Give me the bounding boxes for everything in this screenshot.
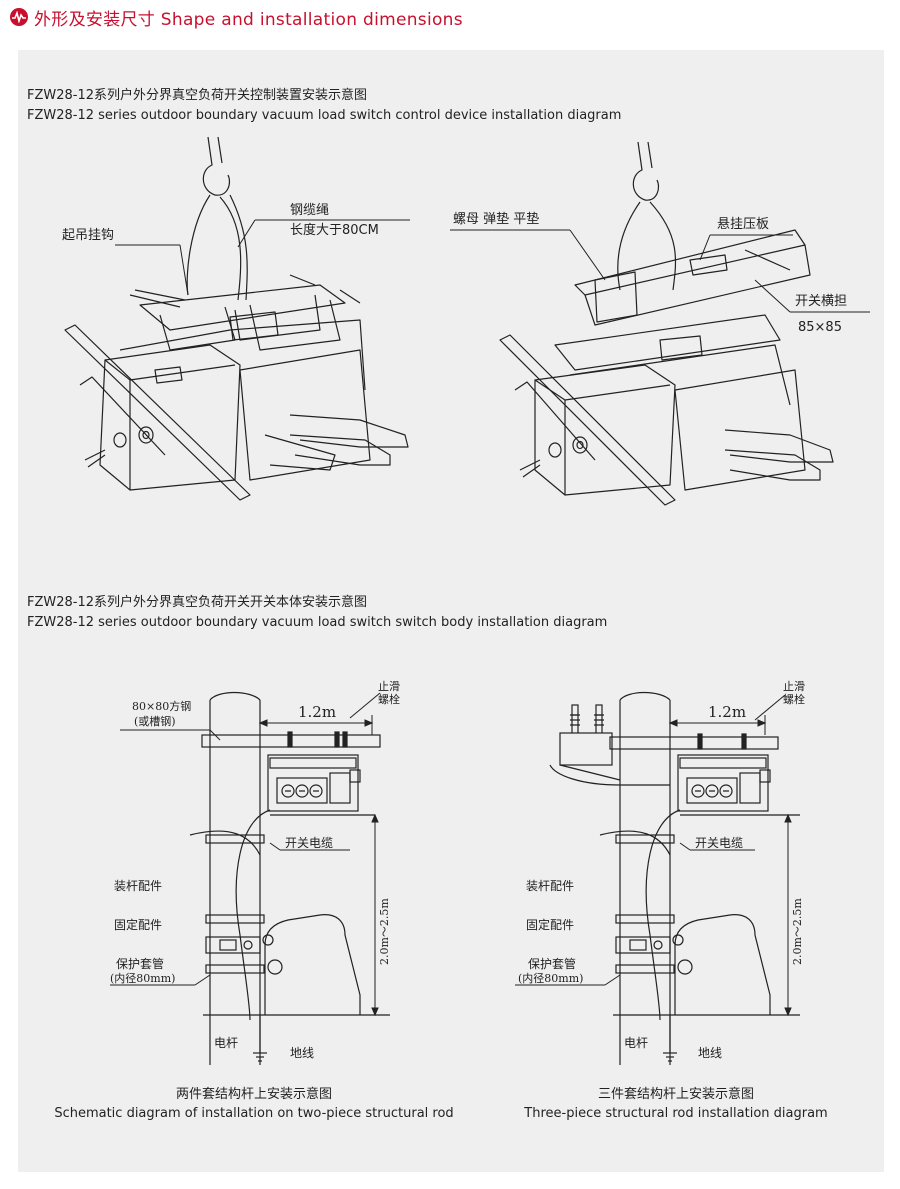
label-steel-rope: 钢缆绳 — [290, 202, 329, 218]
control-device-hoisting-diagram: 起吊挂钩 钢缆绳 长度大于80CM — [62, 136, 410, 501]
dim-span: 1.2m — [298, 703, 336, 721]
caption-two-piece: 两件套结构杆上安装示意图 Schematic diagram of instal… — [34, 1085, 474, 1123]
label-bolt-1: 止滑 — [378, 680, 400, 693]
label-protective-sleeve: 保护套管 — [528, 956, 576, 971]
waveform-icon — [10, 8, 28, 26]
section1-title-en: FZW28-12 series outdoor boundary vacuum … — [27, 108, 622, 123]
label-fixing-fitting: 固定配件 — [114, 917, 162, 932]
label-lifting-hook: 起吊挂钩 — [62, 228, 114, 243]
caption-three-piece: 三件套结构杆上安装示意图 Three-piece structural rod … — [456, 1085, 896, 1123]
section2-title-cn: FZW28-12系列户外分界真空负荷开关开关本体安装示意图 — [27, 595, 368, 610]
label-bolt-2: 螺栓 — [783, 692, 805, 706]
label-pole-fitting: 装杆配件 — [526, 879, 574, 893]
label-bolt-1: 止滑 — [783, 680, 805, 693]
control-device-mounting-diagram: 螺母 弹垫 平垫 悬挂压板 开关横担 85×85 — [450, 141, 870, 506]
label-switch-cable: 开关电缆 — [695, 836, 743, 850]
label-nut-washer: 螺母 弹垫 平垫 — [453, 211, 539, 227]
label-bolt-2: 螺栓 — [378, 692, 400, 706]
label-pole: 电杆 — [624, 1036, 648, 1050]
label-protective-sleeve: 保护套管 — [116, 956, 164, 971]
label-square-steel: 80×80方钢 — [132, 699, 191, 713]
caption-two-piece-en: Schematic diagram of installation on two… — [54, 1106, 454, 1121]
label-ground-wire: 地线 — [290, 1046, 314, 1060]
label-pole-fitting: 装杆配件 — [114, 879, 162, 893]
label-hanging-plate: 悬挂压板 — [717, 217, 769, 232]
label-crossarm-size: 85×85 — [798, 320, 842, 335]
label-ground-wire: 地线 — [698, 1046, 722, 1060]
dim-span: 1.2m — [708, 703, 746, 721]
label-pole: 电杆 — [214, 1036, 238, 1050]
label-fixing-fitting: 固定配件 — [526, 917, 574, 932]
section2-title-en: FZW28-12 series outdoor boundary vacuum … — [27, 615, 608, 630]
two-piece-installation-diagram: 80×80方钢 (或槽钢) 1.2m 止滑 螺栓 开关电缆 装杆配件 固定配件 … — [110, 680, 400, 1065]
label-crossarm: 开关横担 — [795, 294, 847, 309]
caption-two-piece-cn: 两件套结构杆上安装示意图 — [175, 1087, 332, 1102]
page-title: 外形及安装尺寸 Shape and installation dimension… — [34, 9, 463, 30]
label-channel-steel: (或槽钢) — [134, 715, 176, 728]
label-sleeve-diameter: (内径80mm) — [518, 971, 583, 985]
caption-three-piece-en: Three-piece structural rod installation … — [524, 1106, 828, 1121]
label-switch-cable: 开关电缆 — [285, 836, 333, 850]
dim-height: 2.0m～2.5m — [378, 898, 391, 965]
three-piece-installation-diagram: 1.2m 止滑 螺栓 开关电缆 装杆配件 固定配件 保护套管 (内径80mm) … — [515, 680, 805, 1065]
caption-three-piece-cn: 三件套结构杆上安装示意图 — [597, 1087, 754, 1102]
label-rope-length: 长度大于80CM — [290, 222, 379, 238]
section-header: 外形及安装尺寸 Shape and installation dimension… — [10, 6, 463, 30]
dim-height: 2.0m～2.5m — [791, 898, 804, 965]
section1-title-cn: FZW28-12系列户外分界真空负荷开关控制装置安装示意图 — [27, 88, 368, 103]
label-sleeve-diameter: (内径80mm) — [110, 971, 175, 985]
